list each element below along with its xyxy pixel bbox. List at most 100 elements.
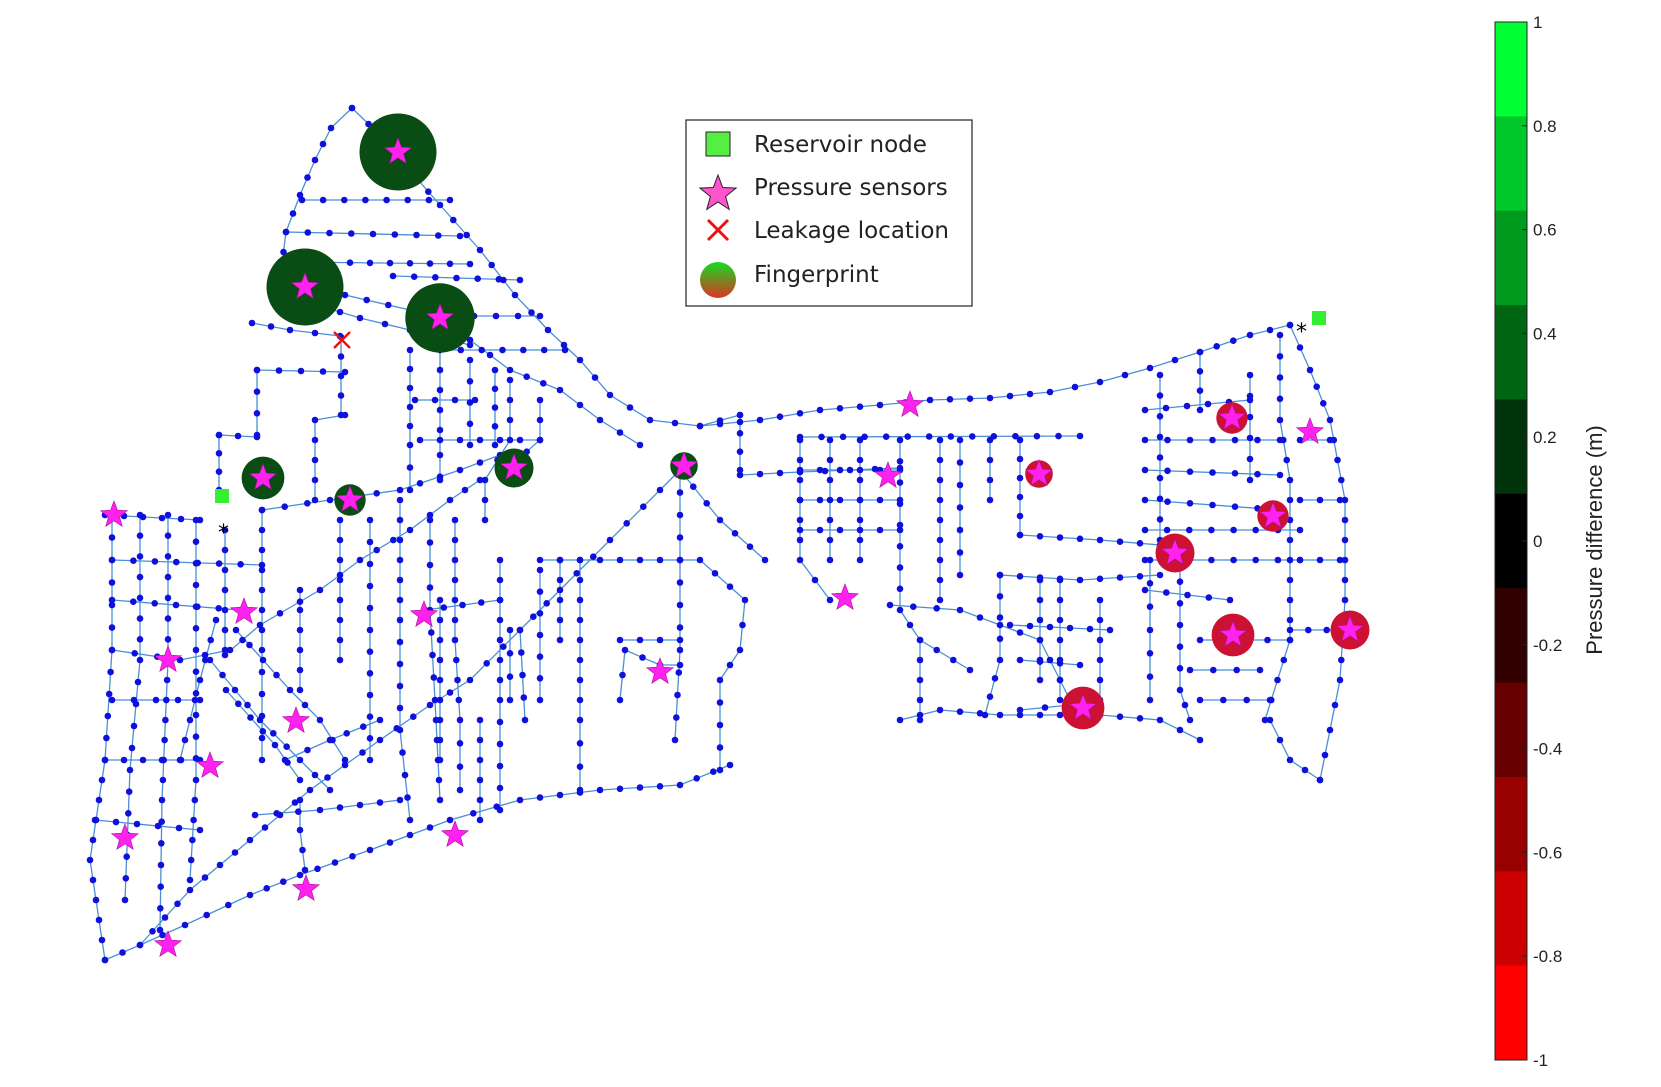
junction-node	[376, 736, 384, 744]
junction-node	[1246, 455, 1254, 463]
junction-node	[796, 516, 804, 524]
junction-node	[366, 713, 374, 720]
junction-node	[496, 762, 504, 770]
junction-node	[215, 560, 223, 567]
junction-node	[1264, 636, 1271, 644]
pressure-sensor-star	[1024, 459, 1054, 486]
colorbar-axis-label: Pressure difference (m)	[1582, 425, 1607, 654]
junction-node	[816, 406, 824, 414]
colorbar-tick-label: 0.2	[1533, 428, 1557, 447]
junction-node	[373, 490, 381, 497]
junction-node	[839, 433, 847, 441]
junction-node	[540, 380, 547, 387]
junction-node	[500, 643, 507, 650]
junction-node	[1338, 656, 1345, 664]
junction-node	[1141, 496, 1149, 504]
junction-node	[301, 701, 309, 709]
junction-node	[1066, 624, 1074, 632]
junction-node	[121, 896, 129, 904]
junction-node	[261, 824, 269, 831]
junction-node	[796, 536, 804, 544]
pressure-sensor-star	[229, 597, 259, 624]
pressure-sensor-star	[895, 390, 925, 417]
junction-node	[136, 656, 144, 664]
junction-node	[796, 496, 804, 504]
junction-node	[337, 372, 345, 380]
junction-node	[258, 546, 266, 554]
junction-node	[956, 549, 964, 556]
junction-node	[556, 616, 564, 624]
junction-node	[1286, 321, 1294, 329]
junction-node	[164, 573, 172, 581]
junction-node	[882, 433, 890, 441]
junction-node	[576, 596, 584, 604]
junction-node	[108, 696, 116, 704]
junction-node	[616, 556, 624, 564]
junction-node	[491, 423, 499, 430]
junction-node	[623, 520, 630, 527]
junction-node	[326, 496, 334, 504]
junction-node	[556, 556, 564, 564]
junction-node	[425, 196, 433, 204]
junction-node	[297, 367, 305, 375]
junction-node	[282, 228, 290, 236]
junction-node	[406, 365, 414, 373]
junction-node	[1276, 331, 1284, 339]
junction-node	[436, 636, 444, 644]
junction-node	[466, 336, 474, 344]
junction-node	[192, 690, 200, 697]
junction-node	[496, 656, 504, 664]
junction-node	[511, 291, 519, 299]
pipe	[261, 454, 501, 511]
junction-node	[1341, 576, 1349, 584]
pressure-sensor-star	[195, 751, 225, 778]
junction-node	[576, 740, 584, 747]
junction-node	[436, 436, 444, 444]
junction-node	[761, 556, 769, 564]
junction-node	[956, 436, 964, 444]
junction-node	[341, 411, 349, 419]
junction-node	[436, 656, 444, 664]
junction-node	[996, 635, 1004, 643]
colorbar-segment	[1495, 776, 1527, 872]
junction-node	[164, 511, 172, 519]
junction-node	[440, 604, 448, 611]
junction-node	[156, 926, 164, 934]
junction-node	[896, 564, 904, 571]
junction-node	[359, 749, 366, 756]
junction-node	[304, 746, 311, 754]
junction-node	[131, 650, 138, 657]
junction-node	[258, 626, 266, 634]
junction-node	[341, 368, 349, 376]
junction-node	[986, 394, 994, 402]
junction-node	[1016, 706, 1024, 714]
junction-node	[731, 530, 739, 537]
junction-node	[796, 433, 804, 441]
junction-node	[528, 309, 535, 316]
junction-node	[104, 712, 112, 720]
junction-node	[158, 756, 166, 764]
junction-node	[164, 636, 172, 643]
junction-node	[429, 651, 436, 659]
junction-node	[192, 625, 200, 632]
junction-node	[139, 756, 147, 764]
junction-node	[456, 436, 464, 444]
junction-node	[876, 496, 884, 504]
junction-node	[181, 921, 189, 929]
junction-node	[406, 346, 414, 354]
sensor-layer	[99, 137, 1365, 957]
junction-node	[158, 796, 166, 804]
junction-node	[436, 451, 444, 459]
junction-node	[216, 861, 224, 869]
junction-node	[453, 656, 460, 664]
junction-node	[108, 596, 116, 604]
legend-leak-label: Leakage location	[754, 218, 949, 244]
junction-node	[616, 696, 624, 704]
junction-node	[716, 420, 724, 428]
junction-node	[336, 596, 344, 604]
junction-node	[711, 570, 719, 577]
junction-node	[396, 704, 404, 712]
junction-node	[108, 556, 116, 564]
junction-node	[366, 259, 374, 267]
junction-node	[319, 196, 327, 204]
